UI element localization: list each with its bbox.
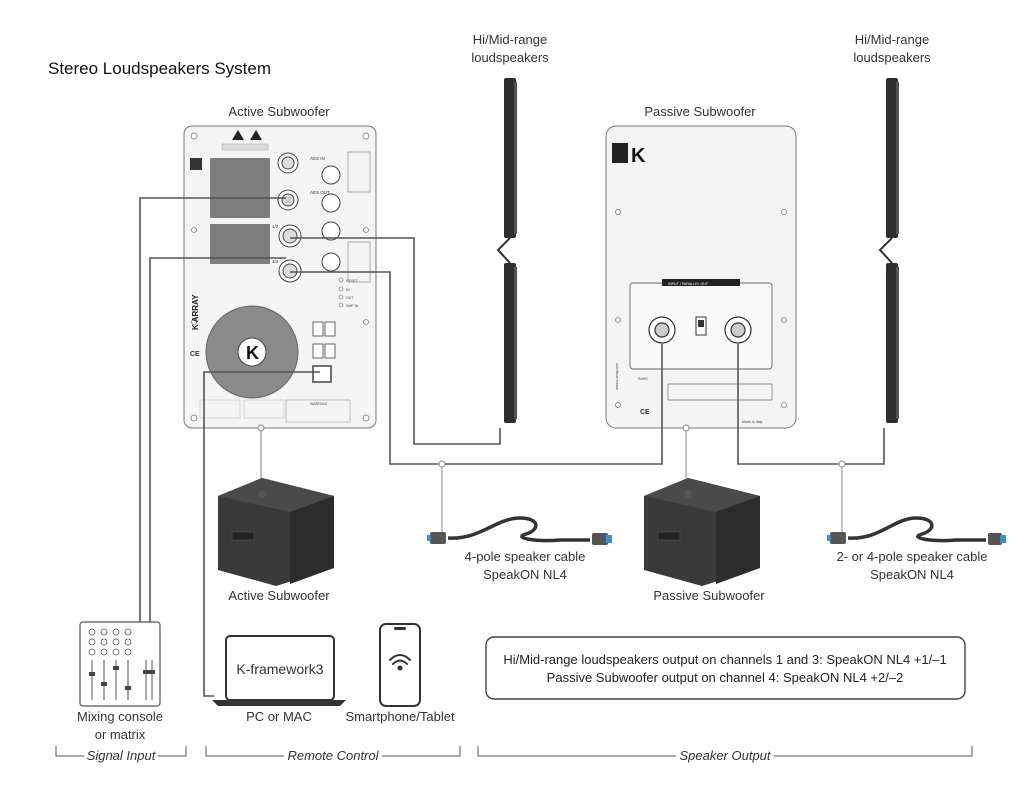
- input-parallel-label: INPUT / PARALLEL OUT: [668, 282, 709, 286]
- wifi-icon: [389, 654, 411, 671]
- mixing-console: [79, 621, 161, 707]
- section-speaker-output: Speaker Output: [679, 748, 771, 763]
- warning-label: WARNING: [310, 402, 327, 406]
- active-sub-cabinet-label: Active Subwoofer: [228, 588, 330, 603]
- rohs-label: RoHS: [638, 377, 648, 381]
- website-text: www.k-array.com: [615, 363, 619, 390]
- speaker-cables: [290, 237, 885, 465]
- laptop-label: PC or MAC: [246, 709, 312, 724]
- hi-mid-left-label-line1: Hi/Mid-range: [473, 32, 547, 47]
- speakon-cable-right: [827, 516, 1006, 545]
- cable-right-label-line2: SpeakON NL4: [870, 567, 954, 582]
- section-remote-control: Remote Control: [287, 748, 379, 763]
- in-label: IN: [346, 288, 350, 292]
- ch12-label: 1/2: [272, 224, 279, 229]
- note-line2: Passive Subwoofer output on channel 4: S…: [547, 670, 904, 685]
- brand-vertical-text: K ARRAY: [191, 294, 200, 330]
- brand-logo-k: K: [246, 343, 259, 363]
- passive-brand-logo-k: K: [631, 145, 646, 167]
- note-box: [485, 636, 966, 700]
- smartphone-label: Smartphone/Tablet: [345, 709, 455, 724]
- warning-triangle-icon: [250, 130, 262, 140]
- kmp-label: KMP IN: [346, 304, 359, 308]
- note-line1: Hi/Mid-range loudspeakers output on chan…: [503, 652, 946, 667]
- active-subwoofer-cabinet: [218, 478, 334, 586]
- out-label: OUT: [346, 296, 354, 300]
- aes-out-label: AES OUT: [310, 190, 330, 195]
- speakon-cable-left: [427, 516, 612, 545]
- mixer-label-line2: or matrix: [95, 727, 146, 742]
- active-sub-panel-label: Active Subwoofer: [228, 104, 330, 119]
- passive-subwoofer-panel: K INPUT / PARALLEL OUT www.k-array.com R…: [605, 125, 797, 429]
- section-signal-input: Signal Input: [87, 748, 157, 763]
- ce-mark: CE: [190, 351, 200, 358]
- hi-mid-right-label-line1: Hi/Mid-range: [855, 32, 929, 47]
- smartphone: [379, 623, 421, 707]
- qr-code-icon: [190, 158, 202, 170]
- made-in-italy-label: Made in Italy: [742, 420, 763, 424]
- hi-mid-right-label-line2: loudspeakers: [853, 50, 931, 65]
- diagram-title: Stereo Loudspeakers System: [48, 59, 271, 78]
- warning-triangle-icon: [232, 130, 244, 140]
- ch34-label: 3/4: [272, 259, 279, 264]
- signal-cables: [139, 197, 320, 697]
- cable-taps: [257, 424, 846, 532]
- passive-subwoofer-cabinet: [644, 478, 760, 586]
- passive-sub-panel-label: Passive Subwoofer: [644, 104, 756, 119]
- laptop-screen-text: K-framework3: [236, 661, 323, 677]
- passive-ce-mark: CE: [640, 409, 650, 416]
- section-brackets: [55, 746, 973, 757]
- mixer-label-line1: Mixing console: [77, 709, 163, 724]
- cable-left-label-line2: SpeakON NL4: [483, 567, 567, 582]
- hi-mid-speaker-left: [496, 78, 517, 423]
- hi-mid-speaker-right: [878, 78, 899, 423]
- cable-right-label-line1: 2- or 4-pole speaker cable: [836, 549, 987, 564]
- laptop: [212, 635, 346, 706]
- reset-label: RESET: [346, 279, 359, 283]
- active-subwoofer-panel: K ARRAY AES IN AES OUT 1/2 3/4 RESET IN …: [183, 125, 377, 429]
- cable-left-label-line1: 4-pole speaker cable: [465, 549, 586, 564]
- passive-sub-cabinet-label: Passive Subwoofer: [653, 588, 765, 603]
- aes-in-label: AES IN: [310, 156, 325, 161]
- hi-mid-left-label-line2: loudspeakers: [471, 50, 549, 65]
